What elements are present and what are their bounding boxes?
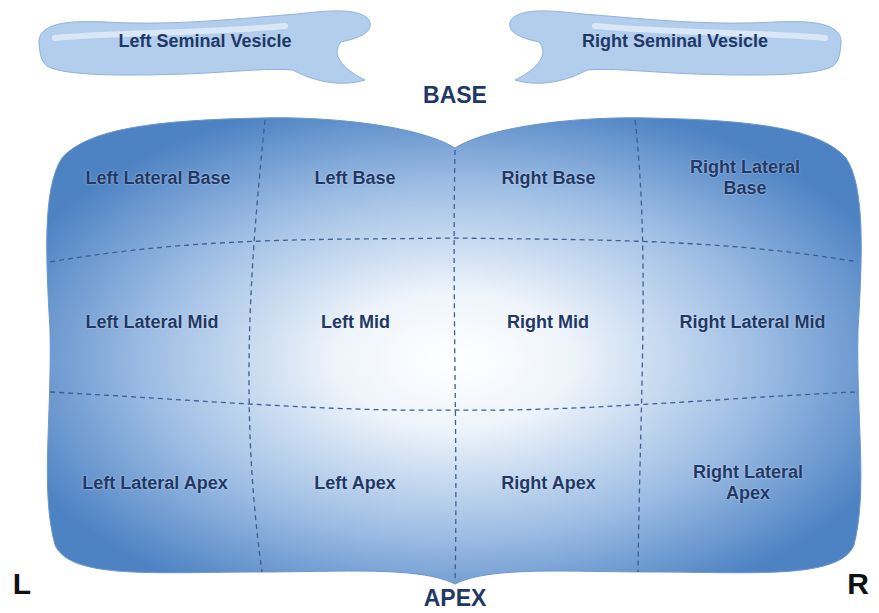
zone-label: Left Base (314, 168, 395, 189)
side-label: R (847, 567, 869, 601)
zone-label: Right Lateral Base (670, 157, 820, 198)
seminal-vesicle: Left Seminal Vesicle (35, 4, 375, 88)
zone-region: Left Lateral Base (79, 162, 237, 195)
zone-region: Right Apex (495, 467, 602, 500)
zone-label: Right Lateral Apex (673, 462, 823, 503)
vesicle-label: Left Seminal Vesicle (118, 31, 291, 52)
zone-label: Right Mid (507, 312, 589, 333)
zone-dividers (50, 120, 858, 582)
side-label: L (13, 567, 31, 601)
zone-region: Left Lateral Mid (79, 306, 225, 339)
zone-label: Right Lateral Mid (679, 312, 825, 333)
prostate-outline (47, 118, 862, 584)
zone-label: Right Apex (501, 473, 595, 494)
zone-label: Left Lateral Base (85, 168, 230, 189)
zone-label: Left Apex (314, 473, 395, 494)
zone-region: Left Apex (308, 467, 402, 500)
zone-region: Right Lateral Apex (667, 456, 829, 510)
zone-region: Right Lateral Mid (673, 306, 832, 339)
zone-region: Left Base (308, 162, 402, 195)
zone-label: Left Mid (321, 312, 390, 333)
zone-label: Left Lateral Apex (82, 473, 227, 494)
seminal-vesicle: Right Seminal Vesicle (505, 4, 845, 88)
vesicle-label: Right Seminal Vesicle (582, 31, 768, 52)
region-label: APEX (424, 584, 487, 611)
zone-label: Left Lateral Mid (85, 312, 218, 333)
zone-region: Right Mid (501, 306, 595, 339)
zone-region: Right Lateral Base (664, 151, 826, 205)
zone-region: Left Lateral Apex (76, 467, 234, 500)
zone-region: Left Mid (315, 306, 396, 339)
region-label: BASE (423, 82, 487, 109)
zone-region: Right Base (495, 162, 602, 195)
zone-label: Right Base (501, 168, 595, 189)
